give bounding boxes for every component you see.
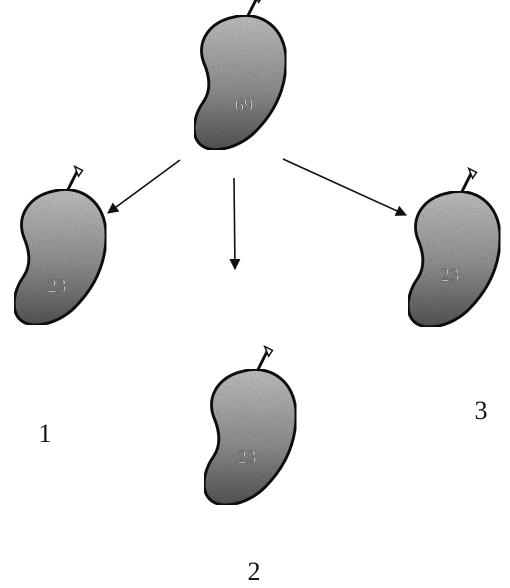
mango-group-2-number: 23 xyxy=(238,447,257,468)
mango-group-1-number: 23 xyxy=(48,276,67,297)
group-2-label: 2 xyxy=(248,557,261,586)
mango-group-3-number: 23 xyxy=(441,265,460,286)
mango-source-number: 69 xyxy=(235,95,254,116)
arrow-to-group-3 xyxy=(283,159,406,215)
mango-source xyxy=(194,0,286,150)
arrow-to-group-2 xyxy=(234,178,235,269)
arrow-to-group-1 xyxy=(108,160,180,213)
mango-group-3 xyxy=(408,168,500,327)
group-1-label: 1 xyxy=(39,419,52,448)
mango-group-2 xyxy=(204,346,296,505)
group-3-label: 3 xyxy=(475,396,488,425)
mango-group-1 xyxy=(14,166,106,325)
